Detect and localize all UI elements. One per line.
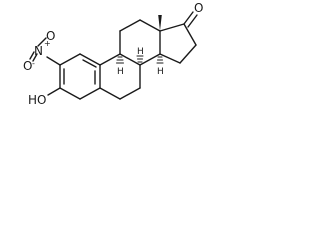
ketone-bond xyxy=(183,11,198,28)
nitro-oxygen-left-charge: - xyxy=(32,59,35,68)
ring-d xyxy=(159,23,197,64)
h9-label: H xyxy=(117,67,124,77)
h8-label: H xyxy=(137,47,144,57)
ketone-oxygen-label: O xyxy=(194,1,203,15)
nitro-nitrogen-charge: + xyxy=(44,39,51,48)
nitro-nitrogen-label: N xyxy=(34,44,43,58)
methyl-wedge xyxy=(158,15,162,31)
structure-diagram: N + O - O HO O H H H xyxy=(0,0,228,143)
hydroxyl-bond xyxy=(47,87,61,96)
h9-hash-bond xyxy=(115,56,125,64)
ring-b xyxy=(99,53,141,100)
h14-label: H xyxy=(157,67,164,77)
ring-c xyxy=(119,19,161,66)
h14-hash-bond xyxy=(156,56,164,64)
nitro-oxygen-left-label: O xyxy=(23,59,32,73)
nitro-oxygen-right-label: O xyxy=(46,29,55,43)
ring-a-aromatic xyxy=(59,53,101,100)
hydroxyl-label: HO xyxy=(28,93,46,107)
molecule-drawing: N + O - O HO O H H H xyxy=(23,1,203,107)
h8-hash-bond xyxy=(136,55,144,63)
nitro-bonds xyxy=(29,37,61,66)
